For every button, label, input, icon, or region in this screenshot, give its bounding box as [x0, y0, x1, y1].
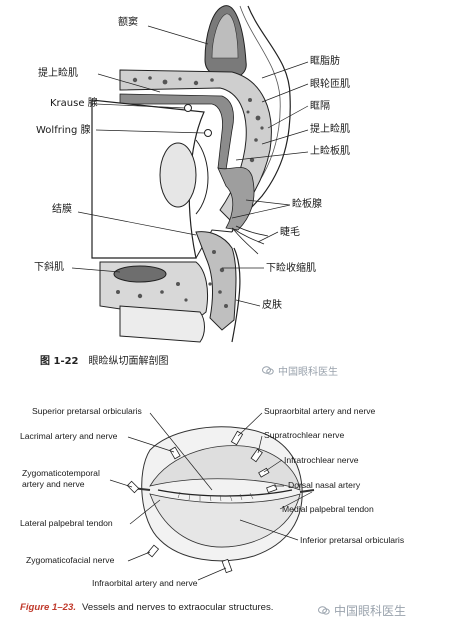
- krause-gland-dot: [184, 104, 192, 112]
- inferior-oblique-muscle: [113, 265, 167, 283]
- label-zygomaticotemporal-2: artery and nerve: [22, 479, 85, 489]
- figure1-number: 图 1-22: [40, 356, 79, 367]
- label-levator-left: 提上睑肌: [38, 68, 78, 79]
- label-eyelash: 睫毛: [280, 227, 300, 238]
- label-lateral-tendon: Lateral palpebral tendon: [20, 518, 113, 528]
- label-conjunctiva: 结膜: [52, 204, 72, 215]
- wechat-icon: [262, 366, 274, 375]
- figure1-caption-text: 眼睑纵切面解剖图: [88, 356, 169, 367]
- label-medial-tendon: Medial palpebral tendon: [282, 504, 374, 514]
- wechat-icon: [318, 606, 330, 615]
- figure2-caption-text: Vessels and nerves to extraocular struct…: [82, 602, 274, 613]
- label-infraorbital: Infraorbital artery and nerve: [92, 578, 198, 588]
- label-zygomaticotemporal-1: Zygomaticotemporal: [22, 468, 100, 478]
- figure2-caption: Figure 1–23. Vessels and nerves to extrao…: [20, 602, 273, 613]
- label-dorsal-nasal: Dorsal nasal artery: [288, 480, 361, 490]
- label-septum: 眶隔: [310, 101, 330, 112]
- label-lower-retractor: 下睑收缩肌: [266, 263, 316, 274]
- wolfring-gland-dot: [204, 129, 212, 137]
- figure2-number: Figure 1–23.: [20, 602, 76, 613]
- label-supratrochlear: Supratrochlear nerve: [264, 430, 345, 440]
- label-wolfring-gland: Wolfring 腺: [36, 125, 91, 136]
- watermark-bottom-text: 中国眼科医生: [334, 604, 407, 618]
- watermark-bottom: 中国眼科医生: [318, 602, 406, 619]
- label-inferior-pretarsal: Inferior pretarsal orbicularis: [300, 535, 405, 545]
- label-krause-gland: Krause 腺: [50, 98, 98, 109]
- label-frontal-sinus: 额窦: [118, 17, 138, 28]
- label-superior-pretarsal: Superior pretarsal orbicularis: [32, 406, 142, 416]
- label-tarsal-muscle: 上睑板肌: [310, 146, 350, 157]
- watermark-top-text: 中国眼科医生: [278, 367, 338, 378]
- orbital-floor-bone: [119, 305, 205, 343]
- label-levator-right: 提上睑肌: [310, 124, 350, 135]
- upper-lid: [217, 167, 255, 231]
- label-infratrochlear: Infratrochlear nerve: [284, 455, 359, 465]
- label-inferior-oblique: 下斜肌: [34, 262, 64, 273]
- label-orbicularis: 眼轮匝肌: [310, 79, 350, 90]
- label-skin: 皮肤: [262, 300, 282, 311]
- watermark-top: 中国眼科医生: [262, 363, 338, 378]
- lens: [159, 142, 197, 208]
- label-lacrimal: Lacrimal artery and nerve: [20, 431, 118, 441]
- label-supraorbital: Supraorbital artery and nerve: [264, 406, 376, 416]
- label-orbital-fat: 眶脂肪: [310, 56, 340, 67]
- figure1-caption: 图 1-22 眼睑纵切面解剖图: [40, 352, 169, 367]
- label-tarsal-gland: 睑板腺: [292, 199, 322, 210]
- eyelashes: [231, 225, 269, 255]
- label-zygomaticofacial: Zygomaticofacial nerve: [26, 555, 115, 565]
